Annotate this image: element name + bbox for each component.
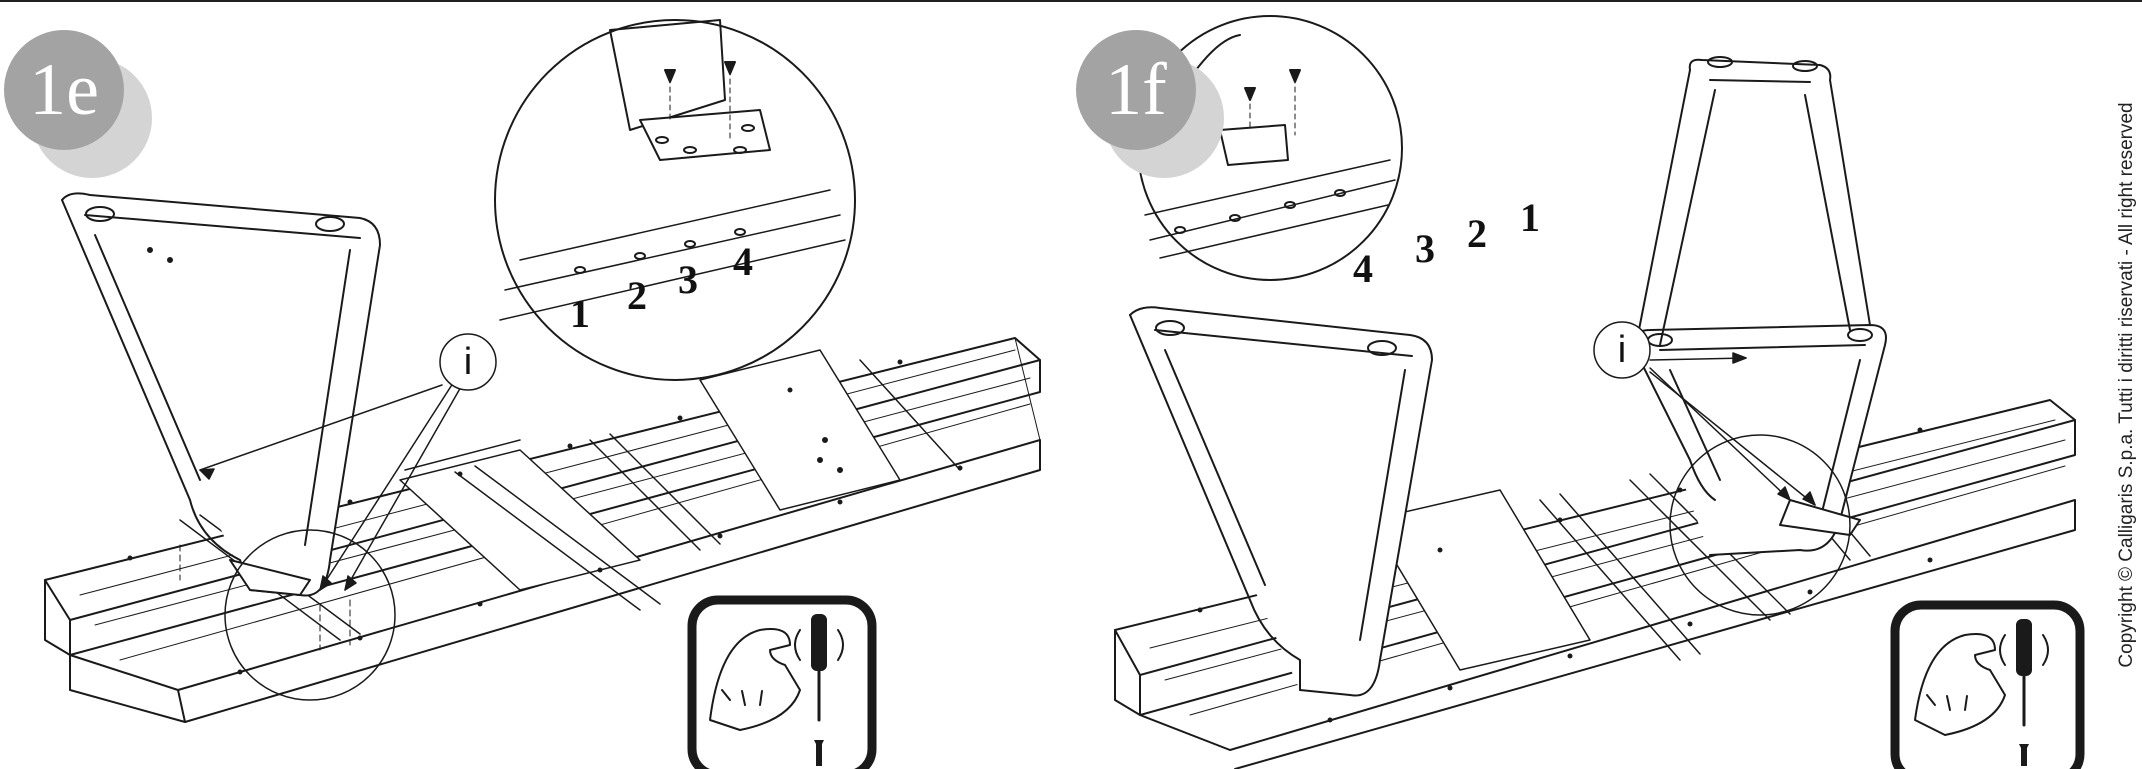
table-leg-front xyxy=(1129,306,1433,697)
hole-number-1: 1 xyxy=(1520,195,1540,240)
screw-icon xyxy=(814,740,824,766)
screw-icon xyxy=(2019,744,2029,766)
badge-circle xyxy=(1076,30,1196,150)
step-label: 1f xyxy=(1105,48,1167,131)
strength-arm-icon xyxy=(1914,633,2006,736)
table-leg-back xyxy=(1633,56,1887,556)
step-1f-panel: 4 3 2 1 i 1f xyxy=(1070,0,2110,769)
badge-circle xyxy=(4,30,124,150)
hole-number-4: 4 xyxy=(733,239,753,284)
hole-number-4: 4 xyxy=(1353,246,1373,291)
top-border xyxy=(0,0,2142,2)
hole-number-3: 3 xyxy=(678,257,698,302)
tool-box xyxy=(687,595,877,769)
step-1f-illustration xyxy=(1114,15,2085,769)
copyright-text: Copyright © Calligaris S.p.a. Tutti i di… xyxy=(2116,101,2137,668)
tool-box xyxy=(1890,600,2085,769)
step-label: 1e xyxy=(29,48,99,131)
alignment-guides xyxy=(179,544,351,651)
callout-i: i xyxy=(1617,328,1627,371)
screwdriver-icon xyxy=(794,614,844,722)
detail-magnifier xyxy=(494,19,856,381)
table-leg xyxy=(61,192,381,597)
screwdriver-icon xyxy=(1999,619,2049,727)
hole-number-3: 3 xyxy=(1415,226,1435,271)
hole-number-2: 2 xyxy=(1467,211,1487,256)
step-1e-illustration xyxy=(44,19,1041,769)
hole-number-2: 2 xyxy=(627,273,647,318)
step-badge-1f: 1f xyxy=(1076,30,1226,180)
copyright-notice: Copyright © Calligaris S.p.a. Tutti i di… xyxy=(2112,0,2142,769)
step-badge-1e: 1e xyxy=(4,30,154,180)
callout-arrows xyxy=(199,333,497,591)
hole-number-1: 1 xyxy=(570,291,590,336)
step-1e-panel: 1 2 3 4 i 1e xyxy=(0,0,1070,769)
zoom-area xyxy=(1669,434,1851,616)
callout-i: i xyxy=(463,340,473,383)
zoom-area xyxy=(224,529,396,701)
rail-holes xyxy=(127,359,963,675)
strength-arm-icon xyxy=(709,628,801,731)
callout-arrows xyxy=(1593,321,1816,506)
